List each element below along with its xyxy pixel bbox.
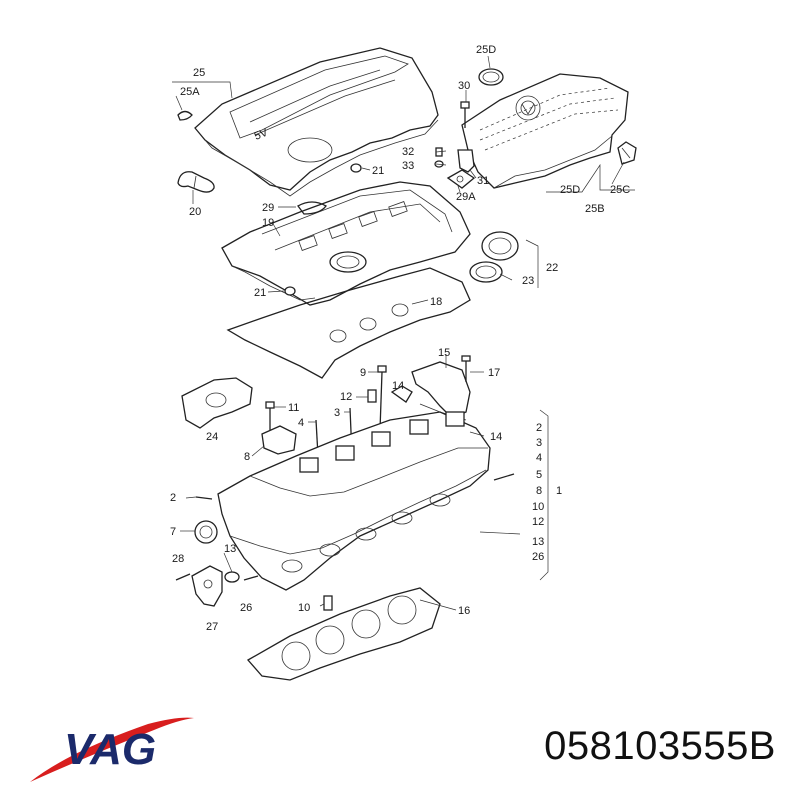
label-11: 11 bbox=[288, 402, 299, 414]
stud-26 bbox=[243, 575, 259, 581]
tappet-12 bbox=[367, 389, 377, 403]
cylinder-head-13 bbox=[217, 411, 491, 591]
label-9: 9 bbox=[360, 367, 366, 379]
label-25d-top: 25D bbox=[476, 44, 496, 56]
stud-2 bbox=[195, 496, 213, 500]
oil-filler-cap-22 bbox=[481, 231, 519, 261]
label-26-left: 26 bbox=[240, 602, 252, 614]
label-23: 23 bbox=[522, 275, 534, 287]
label-33: 33 bbox=[402, 160, 414, 172]
bolt-17 bbox=[461, 355, 471, 382]
bolt-11 bbox=[265, 401, 275, 430]
label-28: 28 bbox=[172, 553, 184, 565]
label-list-8: 8 bbox=[536, 485, 542, 497]
clip-25c bbox=[617, 141, 637, 165]
part-number: 058103555B bbox=[544, 724, 776, 768]
block-8 bbox=[261, 425, 297, 455]
label-21-lower: 21 bbox=[254, 287, 266, 299]
label-list-2: 2 bbox=[536, 422, 542, 434]
seal-23 bbox=[469, 261, 503, 283]
label-25a: 25A bbox=[180, 86, 200, 98]
bearing-cap-24 bbox=[181, 377, 253, 429]
leader-lines bbox=[172, 55, 635, 611]
label-17: 17 bbox=[488, 367, 500, 379]
label-27: 27 bbox=[206, 621, 218, 633]
label-29: 29 bbox=[262, 202, 274, 214]
label-list-5: 5 bbox=[536, 469, 542, 481]
timing-bracket-15 bbox=[411, 361, 471, 421]
label-18: 18 bbox=[430, 296, 442, 308]
label-20: 20 bbox=[189, 206, 201, 218]
label-12: 12 bbox=[340, 391, 352, 403]
part-labels: 25 25A 20 25D 30 32 33 31 29A 25C 25D 25… bbox=[170, 44, 630, 633]
cover-clip-25a bbox=[177, 110, 193, 121]
label-list-13: 13 bbox=[532, 536, 544, 548]
label-1: 1 bbox=[556, 485, 562, 497]
valve-cover-19 bbox=[221, 181, 471, 306]
label-25c: 25C bbox=[610, 184, 630, 196]
hose-20 bbox=[177, 171, 215, 193]
vag-logo: VAG bbox=[30, 717, 194, 782]
gasket-29 bbox=[297, 201, 327, 215]
label-list-3: 3 bbox=[536, 437, 542, 449]
label-21-top: 21 bbox=[372, 165, 384, 177]
nut-21-top bbox=[350, 163, 362, 173]
logo-text: VAG bbox=[64, 725, 156, 774]
engine-cover-right bbox=[461, 73, 629, 189]
head-gasket-16 bbox=[246, 587, 441, 681]
label-19: 19 bbox=[262, 217, 274, 229]
label-25: 25 bbox=[193, 67, 205, 79]
engine-cover-left: 5V bbox=[194, 47, 439, 197]
label-31: 31 bbox=[477, 175, 489, 187]
label-3-upper: 3 bbox=[334, 407, 340, 419]
label-14-upper: 14 bbox=[392, 380, 404, 392]
sensor-14 bbox=[390, 385, 413, 403]
label-4-upper: 4 bbox=[298, 417, 304, 429]
bolt-9 bbox=[377, 365, 387, 431]
label-8-left: 8 bbox=[244, 451, 250, 463]
label-15: 15 bbox=[438, 347, 450, 359]
label-14-lower: 14 bbox=[490, 431, 502, 443]
stud-5 bbox=[493, 473, 515, 481]
valve-cover-gasket-18 bbox=[226, 267, 471, 379]
label-10-lower: 10 bbox=[298, 602, 310, 614]
bracket-27 bbox=[191, 565, 223, 607]
label-25d: 25D bbox=[560, 184, 580, 196]
seal-ring-25d bbox=[478, 68, 504, 86]
label-13-left: 13 bbox=[224, 543, 236, 555]
label-30: 30 bbox=[458, 80, 470, 92]
label-list-4: 4 bbox=[536, 452, 542, 464]
label-24: 24 bbox=[206, 431, 218, 443]
seal-7 bbox=[194, 520, 218, 544]
label-32: 32 bbox=[402, 146, 414, 158]
cover-text: 5V bbox=[253, 126, 271, 142]
label-list-26: 26 bbox=[532, 551, 544, 563]
washer-33 bbox=[434, 160, 444, 168]
plug-13 bbox=[224, 571, 240, 583]
bolt-30 bbox=[460, 101, 470, 128]
label-7: 7 bbox=[170, 526, 176, 538]
bracket-29a bbox=[446, 169, 476, 189]
label-list-12: 12 bbox=[532, 516, 544, 528]
label-2-left: 2 bbox=[170, 492, 176, 504]
label-22: 22 bbox=[546, 262, 558, 274]
sleeve-10 bbox=[323, 595, 333, 611]
nut-21-lower bbox=[284, 286, 296, 296]
screw-28 bbox=[175, 573, 191, 581]
bracket-31 bbox=[457, 149, 475, 173]
label-16: 16 bbox=[458, 605, 470, 617]
label-29a: 29A bbox=[456, 191, 476, 203]
label-25b: 25B bbox=[585, 203, 605, 215]
label-list-10: 10 bbox=[532, 501, 544, 513]
